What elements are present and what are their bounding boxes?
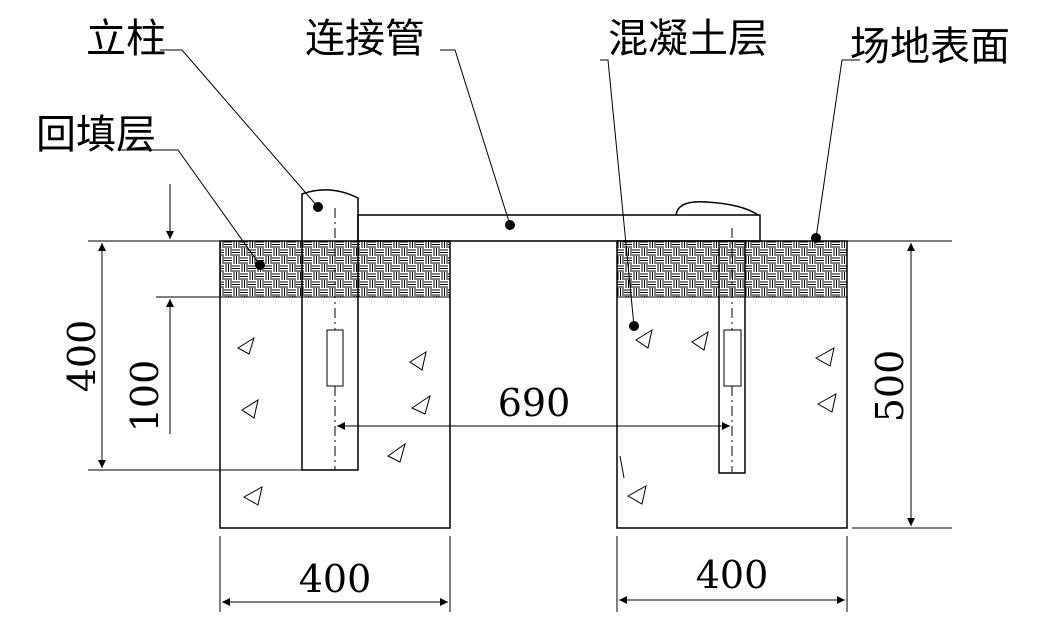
dim-width-left: 400 [219,536,451,612]
label-concrete: 混凝土层 [608,16,768,62]
dim-backfill-text: 100 [123,360,167,433]
connecting-pipe [357,214,761,242]
leader-lines [120,49,860,331]
dim-width-right-text: 400 [696,553,769,597]
dim-width-left-text: 400 [299,557,372,601]
label-connector: 连接管 [305,16,425,62]
right-foundation [616,240,848,529]
label-post: 立柱 [86,16,166,62]
dim-width-right: 400 [616,536,848,612]
dim-depth-right: 500 [847,240,952,529]
dim-spacing-text: 690 [498,381,571,425]
dim-depth-left: 400 [60,240,302,471]
left-foundation [219,240,451,529]
dim-depth-right-text: 500 [868,350,912,423]
label-backfill: 回填层 [36,112,156,158]
dim-spacing: 690 [337,381,730,430]
dim-depth-left-text: 400 [60,320,104,393]
left-concrete-block [219,240,451,529]
dim-backfill: 100 [123,184,220,434]
right-post [675,201,759,474]
label-surface: 场地表面 [850,24,1010,70]
left-post [301,189,359,471]
